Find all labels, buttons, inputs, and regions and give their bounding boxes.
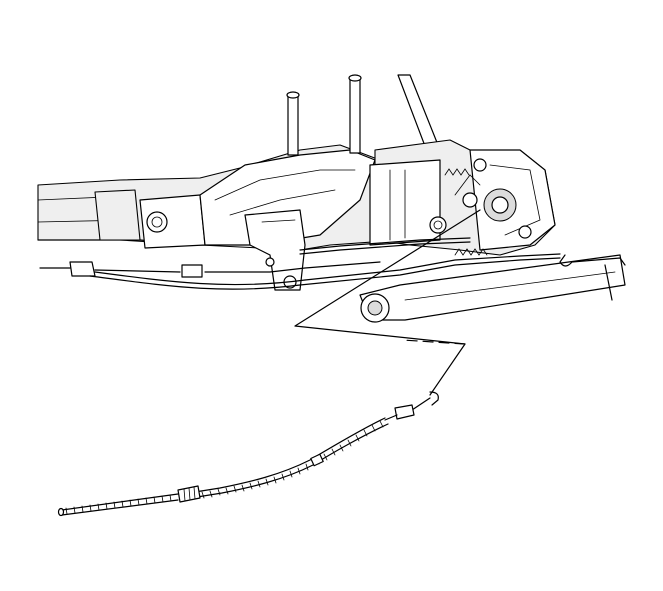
axle-assembly xyxy=(369,139,556,256)
cable-clip xyxy=(181,264,203,278)
stud-middle xyxy=(349,77,361,154)
brake-bolt xyxy=(429,216,447,234)
mounting-studs xyxy=(286,74,441,156)
cable-end-fitting-upper xyxy=(394,404,415,420)
cable-end-fitting xyxy=(69,261,96,277)
cable-hook-end xyxy=(429,391,439,406)
detached-brake-cable xyxy=(57,391,439,517)
stud-left xyxy=(287,94,299,156)
cable-ferrule-mid xyxy=(310,453,324,467)
frame-bolt-left xyxy=(146,211,168,233)
installed-brake-cable xyxy=(39,237,561,290)
vehicle-frame xyxy=(37,144,471,291)
lower-control-arm xyxy=(359,254,626,323)
frame-bracket xyxy=(244,209,306,291)
callout-leader xyxy=(294,209,481,396)
